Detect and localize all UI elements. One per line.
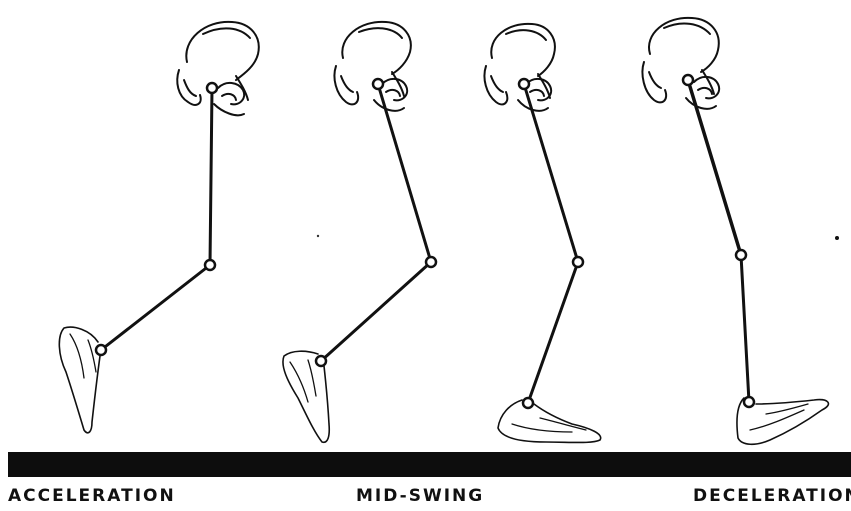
pelvis-sketch-icon (484, 24, 554, 111)
print-speck (835, 236, 839, 240)
pelvis-sketch-icon (334, 22, 410, 111)
acceleration-leg-figure (59, 22, 258, 433)
ankle-joint (744, 397, 754, 407)
acceleration-label: ACCELERATION (8, 486, 176, 506)
deceleration-leg-figure (642, 18, 828, 444)
deceleration-label: DECELERATION (693, 486, 851, 506)
thigh-segment (378, 84, 431, 262)
mid-swing-leg-figure (283, 22, 436, 442)
knee-joint (205, 260, 215, 270)
ankle-joint (523, 398, 533, 408)
foot-sketch (59, 327, 100, 433)
knee-joint (573, 257, 583, 267)
hip-joint (373, 79, 383, 89)
pelvis-sketch-icon (177, 22, 258, 115)
knee-joint (426, 257, 436, 267)
ankle-joint (316, 356, 326, 366)
print-speck (317, 235, 319, 237)
hip-joint (683, 75, 693, 85)
hip-joint (207, 83, 217, 93)
pelvis-sketch-icon (642, 18, 719, 109)
stance-leg-figure (484, 24, 600, 443)
shank-segment (741, 255, 749, 402)
knee-joint (736, 250, 746, 260)
foot-sketch (498, 400, 601, 443)
mid-swing-label: MID-SWING (356, 486, 484, 506)
shank-segment (101, 265, 210, 350)
thigh-segment (210, 88, 212, 265)
ground-bar (8, 452, 851, 477)
hip-joint (519, 79, 529, 89)
shank-segment (528, 262, 578, 403)
ankle-joint (96, 345, 106, 355)
shank-segment (321, 262, 431, 361)
thigh-segment (524, 84, 578, 262)
